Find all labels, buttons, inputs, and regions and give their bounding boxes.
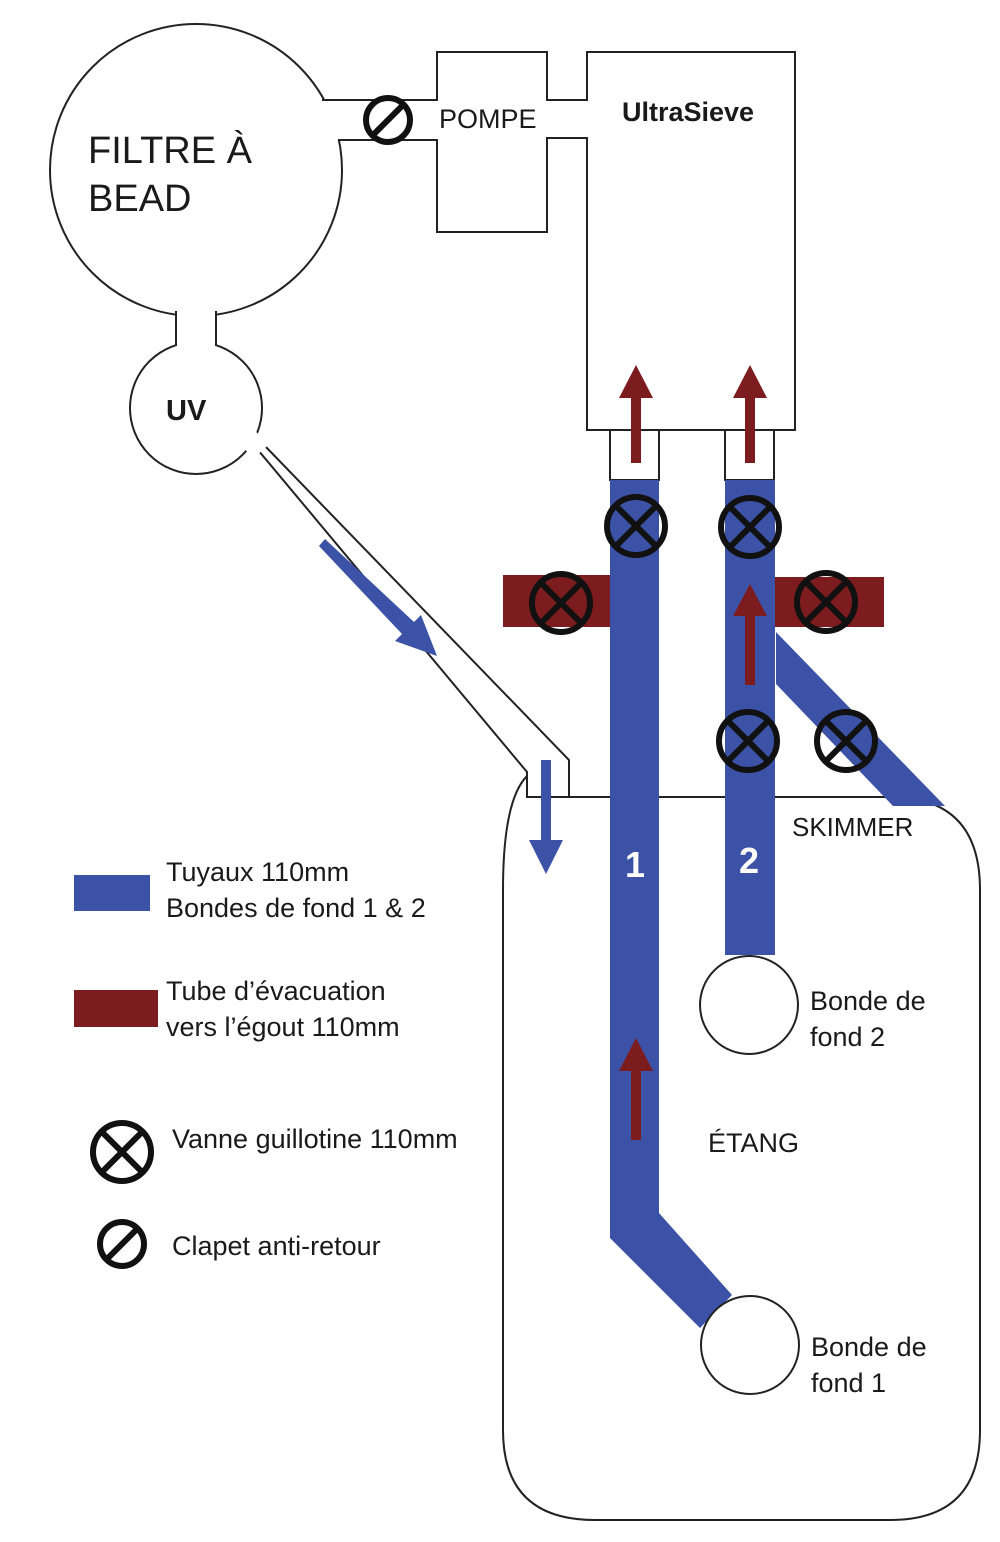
pipe-1-number: 1	[625, 844, 645, 885]
flow-arrow-icon	[733, 584, 767, 685]
flow-arrow-icon	[733, 365, 767, 463]
bottom-drain-1-label: Bonde de fond 1	[811, 1332, 934, 1398]
pump-label: POMPE	[439, 104, 537, 134]
legend-gate-valve-icon	[93, 1123, 151, 1181]
skimmer-label: SKIMMER	[792, 812, 913, 842]
pipe-2-number: 2	[739, 840, 759, 881]
bottom-drain-2-shape	[699, 955, 799, 1055]
legend-check-valve-icon	[100, 1222, 144, 1266]
bottom-drain-1-shape	[700, 1295, 800, 1395]
flow-arrow-icon	[619, 1038, 653, 1140]
pump-shape	[436, 51, 548, 233]
bottom-drain-2-label: Bonde de fond 2	[810, 986, 933, 1052]
legend-check-valve-label: Clapet anti-retour	[172, 1231, 381, 1261]
legend-drain-label: Tube d’évacuation vers l’égout 110mm	[166, 976, 400, 1042]
legend-blue-swatch	[74, 875, 150, 911]
legend-gate-valve-label: Vanne guillotine 110mm	[172, 1124, 458, 1154]
legend-red-swatch	[74, 990, 158, 1027]
ultrasieve-shape	[586, 51, 796, 431]
bead-filter-label: FILTRE À BEAD	[88, 129, 263, 220]
flow-arrow-icon	[319, 539, 437, 656]
legend-pipes-label: Tuyaux 110mm Bondes de fond 1 & 2	[166, 857, 426, 923]
flow-arrow-icon	[619, 365, 653, 463]
uv-label: UV	[166, 395, 207, 427]
pond-label: ÉTANG	[708, 1128, 799, 1158]
flow-arrow-icon	[529, 760, 563, 874]
ultrasieve-label: UltraSieve	[622, 97, 754, 127]
